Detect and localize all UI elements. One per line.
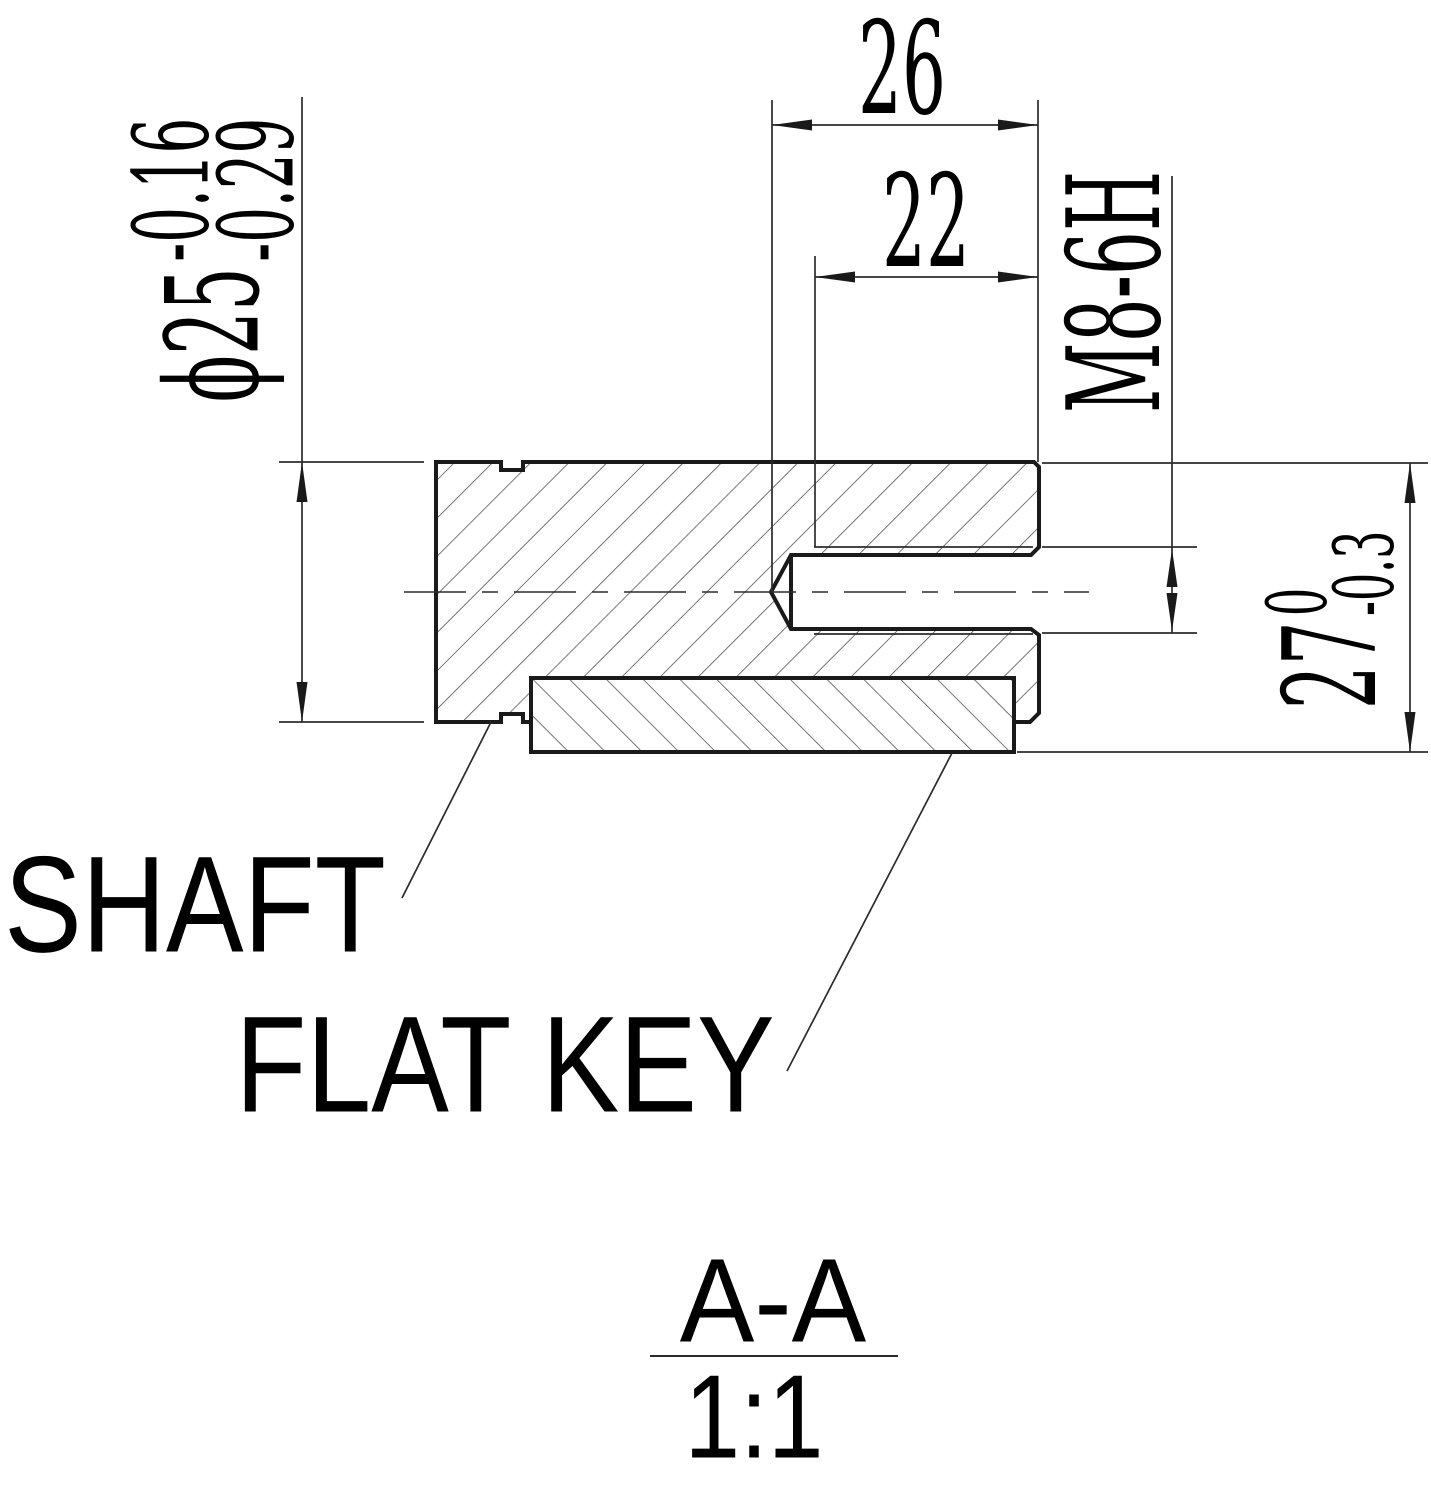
dim-text-height: 27 0 -0.3 [1251,530,1413,710]
dim-value: 27 [1257,621,1406,710]
dim-text-diameter: ϕ25 -0.16 -0.29 [111,117,318,403]
dim-text-thread-spec: M8-6H [1041,170,1190,414]
section-label: A-A [679,1234,867,1368]
tolerance-lower: -0.29 [196,117,318,262]
flat-key-label: FLAT KEY [235,988,775,1142]
shaft-leader-line [401,721,492,899]
dim-value: 22 [882,148,970,297]
dim-tolerance-stack: -0.16 -0.29 [111,117,318,262]
dim-tolerance-stack: 0 -0.3 [1251,530,1413,617]
dim-text-26: 26 [858,6,946,134]
dim-value: M8-6H [1041,170,1190,414]
dimension-arrowheads [296,119,1416,752]
scale-label: 1:1 [684,1350,824,1484]
dim-value: ϕ25 [140,267,289,403]
thread-major-diameter-lines [814,546,1033,635]
flat-key-section-outline [529,676,1016,754]
leader-lines [401,721,953,1072]
flat-key-leader-line [786,752,953,1072]
dim-value: 26 [858,0,946,144]
dim-text-22: 22 [882,159,970,287]
shaft-label: SHAFT [4,828,386,982]
tolerance-lower: -0.3 [1318,530,1413,617]
